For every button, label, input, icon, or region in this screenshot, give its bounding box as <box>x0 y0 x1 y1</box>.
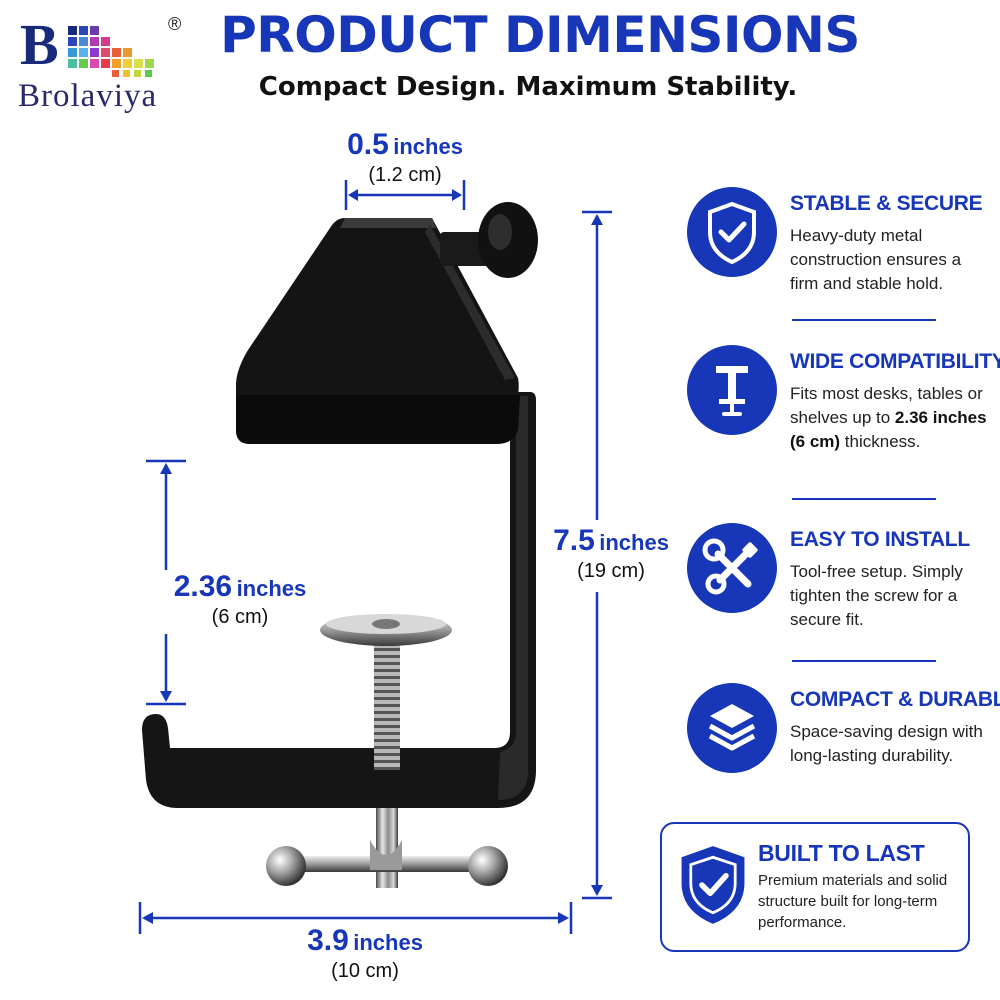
page-subtitle: Compact Design. Maximum Stability. <box>258 72 798 102</box>
logo-pixel-grid <box>68 26 154 77</box>
top-width-dimension: 0.5 inches (1.2 cm) <box>320 128 490 187</box>
shield-check-icon <box>687 187 777 277</box>
dimension-unit: inches <box>599 530 669 555</box>
feature-description: Fits most desks, tables or shelves up to… <box>790 382 990 454</box>
logo-letter: B <box>20 12 59 77</box>
feature-stable-secure: STABLE & SECURE Heavy-duty metal constru… <box>686 186 986 326</box>
opening-dimension: 2.36 inches (6 cm) <box>160 570 320 629</box>
clamp-frame <box>142 392 536 808</box>
tools-icon <box>687 523 777 613</box>
dimension-metric: (6 cm) <box>211 606 269 628</box>
feature-wide-compatibility: WIDE COMPATIBILITY Fits most desks, tabl… <box>686 344 1000 484</box>
dimension-value: 3.9 <box>307 924 349 957</box>
height-dimension: 7.5 inches (19 cm) <box>540 524 682 583</box>
feature-title: COMPACT & DURABLE <box>790 688 1000 711</box>
feature-compact-durable: COMPACT & DURABLE Space-saving design wi… <box>686 682 1000 822</box>
feature-title: EASY TO INSTALL <box>790 528 970 551</box>
feature-description-text: Fits most desks, tables or shelves up to <box>790 384 983 427</box>
feature-description-highlight: 2.36 inches (6 cm) <box>790 408 987 451</box>
base-width-dimension: 3.9 inches (10 cm) <box>285 924 445 983</box>
dimension-value: 7.5 <box>553 524 595 557</box>
divider <box>792 319 936 321</box>
feature-description: Heavy-duty metal construction ensures a … <box>790 226 962 293</box>
feature-description: Space-saving design with long-lasting du… <box>790 722 983 765</box>
feature-title: BUILT TO LAST <box>758 840 925 866</box>
feature-description: Premium materials and solid structure bu… <box>758 872 948 931</box>
divider <box>792 660 936 662</box>
dimension-unit: inches <box>353 930 423 955</box>
dimension-metric: (19 cm) <box>577 560 645 582</box>
divider <box>792 498 936 500</box>
dimension-metric: (1.2 cm) <box>368 164 442 186</box>
brand-name: Brolaviya <box>18 78 158 114</box>
dimension-value: 0.5 <box>347 128 389 161</box>
dimension-metric: (10 cm) <box>331 960 399 982</box>
page-title: PRODUCT DIMENSIONS <box>220 6 860 64</box>
dimension-value: 2.36 <box>173 570 233 603</box>
feature-title: WIDE COMPATIBILITY <box>790 350 1000 373</box>
threaded-screw <box>374 636 400 770</box>
built-to-last-card: BUILT TO LAST Premium materials and soli… <box>660 822 970 952</box>
layers-icon <box>687 683 777 773</box>
dimension-unit: inches <box>393 134 463 159</box>
feature-easy-install: EASY TO INSTALL Tool-free setup. Simply … <box>686 522 986 662</box>
feature-description-text: thickness. <box>840 432 921 451</box>
clamp-icon <box>687 345 777 435</box>
shield-check-icon <box>681 846 745 924</box>
registered-mark: ® <box>168 14 182 34</box>
dimension-unit: inches <box>236 576 307 601</box>
feature-description: Tool-free setup. Simply tighten the scre… <box>790 562 963 629</box>
feature-title: STABLE & SECURE <box>790 192 983 215</box>
brand-logo: B ® Brolaviya <box>18 14 193 114</box>
